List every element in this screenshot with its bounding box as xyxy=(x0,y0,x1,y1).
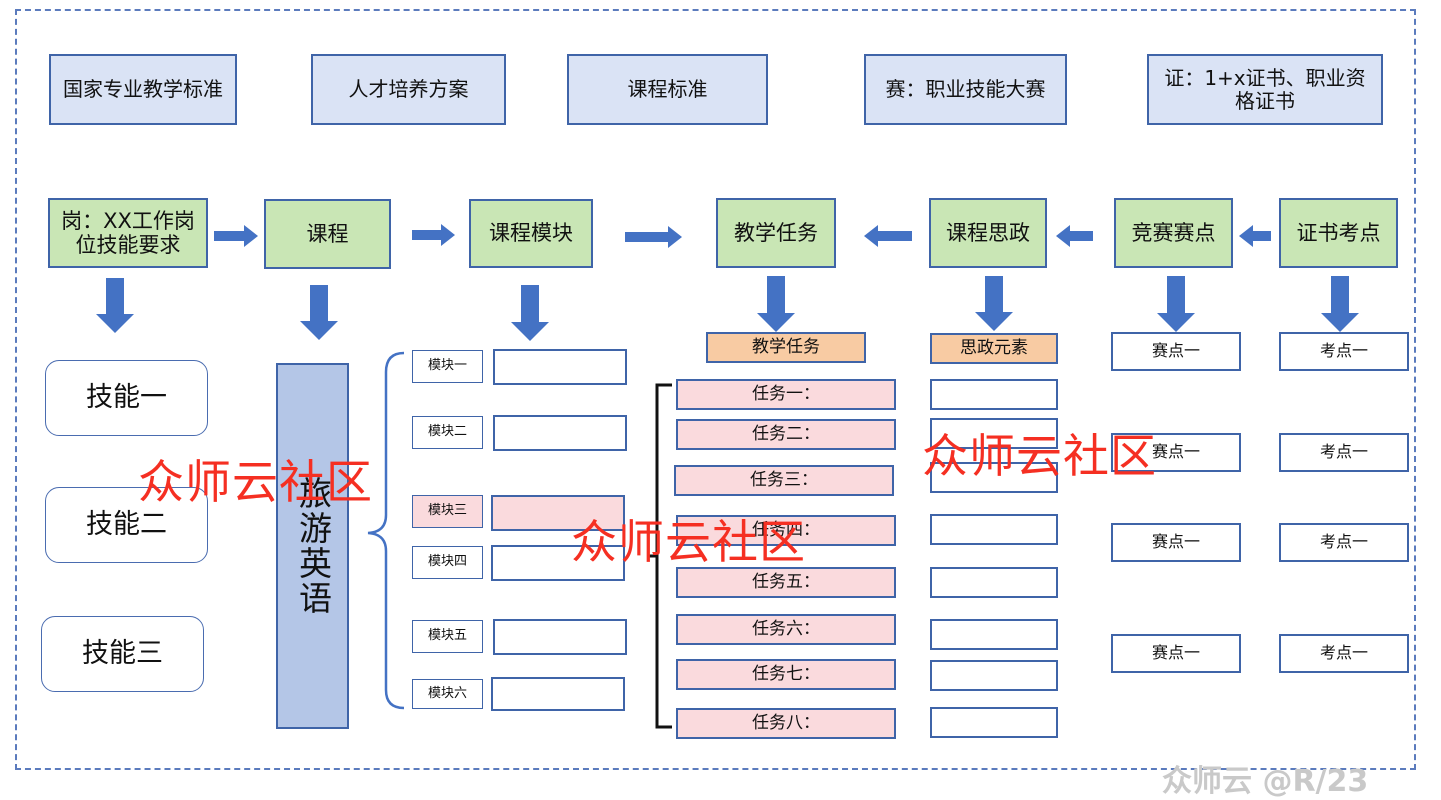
module-content-box xyxy=(493,415,627,451)
module-label: 模块六 xyxy=(412,679,483,709)
skill-box: 技能三 xyxy=(41,616,204,692)
competition-point-box: 赛点一 xyxy=(1111,433,1241,472)
module-label: 模块二 xyxy=(412,416,483,449)
teaching-task-header: 教学任务 xyxy=(706,332,866,363)
module-label: 模块三 xyxy=(412,495,483,528)
module-content-box xyxy=(493,349,627,385)
competition-point-box: 赛点一 xyxy=(1111,523,1241,562)
chain-ideology: 课程思政 xyxy=(929,198,1047,268)
standard-course: 课程标准 xyxy=(567,54,768,125)
arrow-left-icon xyxy=(864,225,912,247)
arrow-down-icon xyxy=(96,278,134,333)
chain-course-modules: 课程模块 xyxy=(469,199,593,268)
module-content-box xyxy=(491,677,625,711)
arrow-right-icon xyxy=(214,225,258,247)
task-box: 任务二： xyxy=(676,419,896,450)
exam-point-box: 考点一 xyxy=(1279,332,1409,371)
credit-text: 众师云 @R/23 xyxy=(1162,764,1369,799)
task-box: 任务六： xyxy=(676,614,896,645)
module-content-box xyxy=(491,495,625,531)
task-box: 任务四： xyxy=(676,515,896,546)
task-box: 任务一： xyxy=(676,379,896,410)
standard-national: 国家专业教学标准 xyxy=(49,54,237,125)
arrow-left-icon xyxy=(1239,225,1271,247)
module-content-box xyxy=(491,545,625,581)
competition-point-box: 赛点一 xyxy=(1111,332,1241,371)
watermark-text: 众师云社区 xyxy=(571,515,806,569)
ideology-box xyxy=(930,619,1058,650)
standard-training-plan: 人才培养方案 xyxy=(311,54,506,125)
ideology-box xyxy=(930,707,1058,738)
chain-competition-points: 竞赛赛点 xyxy=(1114,198,1233,268)
module-label: 模块五 xyxy=(412,620,483,653)
arrow-down-icon xyxy=(975,276,1013,331)
ideology-box xyxy=(930,514,1058,545)
chain-exam-points: 证书考点 xyxy=(1279,198,1398,268)
arrow-down-icon xyxy=(1157,276,1195,332)
arrow-left-icon xyxy=(1056,225,1093,247)
competition-point-box: 赛点一 xyxy=(1111,634,1241,673)
watermark-text: 众师云社区 xyxy=(138,455,373,509)
task-box: 任务七： xyxy=(676,659,896,690)
task-bracket xyxy=(647,383,672,729)
exam-point-box: 考点一 xyxy=(1279,634,1409,673)
ideology-box xyxy=(930,660,1058,691)
module-brace xyxy=(367,351,405,710)
ideology-box xyxy=(930,567,1058,598)
ideology-box xyxy=(930,379,1058,410)
standard-certificate: 证：1+x证书、职业资格证书 xyxy=(1147,54,1383,125)
arrow-down-icon xyxy=(511,285,549,341)
module-content-box xyxy=(493,619,627,655)
watermark-text: 众师云社区 xyxy=(922,429,1157,483)
arrow-right-icon xyxy=(625,226,682,248)
task-box: 任务八： xyxy=(676,708,896,739)
task-box: 任务五： xyxy=(676,567,896,598)
module-label: 模块一 xyxy=(412,350,483,383)
standard-competition: 赛：职业技能大赛 xyxy=(864,54,1067,125)
skill-box: 技能一 xyxy=(45,360,208,436)
ideology-box xyxy=(930,418,1058,449)
exam-point-box: 考点一 xyxy=(1279,433,1409,472)
task-box: 任务三： xyxy=(674,465,894,496)
ideology-header: 思政元素 xyxy=(930,333,1058,364)
ideology-box xyxy=(930,462,1058,493)
chain-teaching-tasks: 教学任务 xyxy=(716,198,836,268)
arrow-down-icon xyxy=(300,285,338,340)
exam-point-box: 考点一 xyxy=(1279,523,1409,562)
arrow-right-icon xyxy=(412,224,455,246)
diagram-frame xyxy=(15,9,1416,770)
course-name-box: 旅游英语 xyxy=(276,363,349,729)
module-label: 模块四 xyxy=(412,546,483,579)
arrow-down-icon xyxy=(1321,276,1359,332)
chain-job-requirements: 岗：XX工作岗位技能要求 xyxy=(48,198,208,268)
arrow-down-icon xyxy=(757,276,795,332)
chain-course: 课程 xyxy=(264,199,391,269)
skill-box: 技能二 xyxy=(45,487,208,563)
